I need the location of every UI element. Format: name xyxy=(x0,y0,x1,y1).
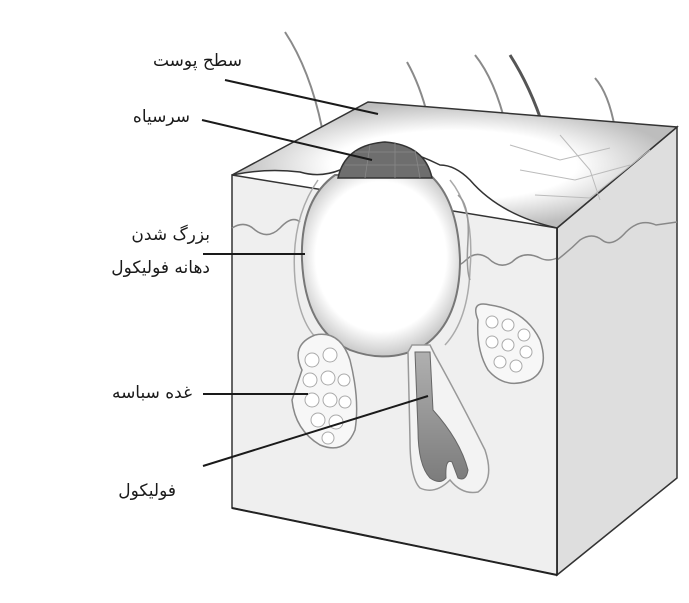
skin-texture xyxy=(509,134,651,201)
enlarged-follicle xyxy=(300,174,462,358)
label-blackhead: سرسیاه xyxy=(132,107,190,127)
label-enlarged-pore-line2: دهانه فولیکول xyxy=(111,258,210,278)
sebaceous-gland-left xyxy=(291,333,358,449)
label-skin-surface: سطح پوست xyxy=(152,51,242,71)
sebaceous-gland-right xyxy=(475,303,545,385)
hair-follicle-root xyxy=(407,344,490,494)
label-follicle: فولیکول xyxy=(118,481,176,501)
label-sebaceous-gland: غده سباسه xyxy=(111,383,192,403)
label-enlarged-pore-line1: بزرگ شدن xyxy=(131,225,210,245)
leader-lines xyxy=(201,79,429,467)
epidermis-boundary-side xyxy=(556,221,678,261)
blackhead xyxy=(337,141,433,179)
